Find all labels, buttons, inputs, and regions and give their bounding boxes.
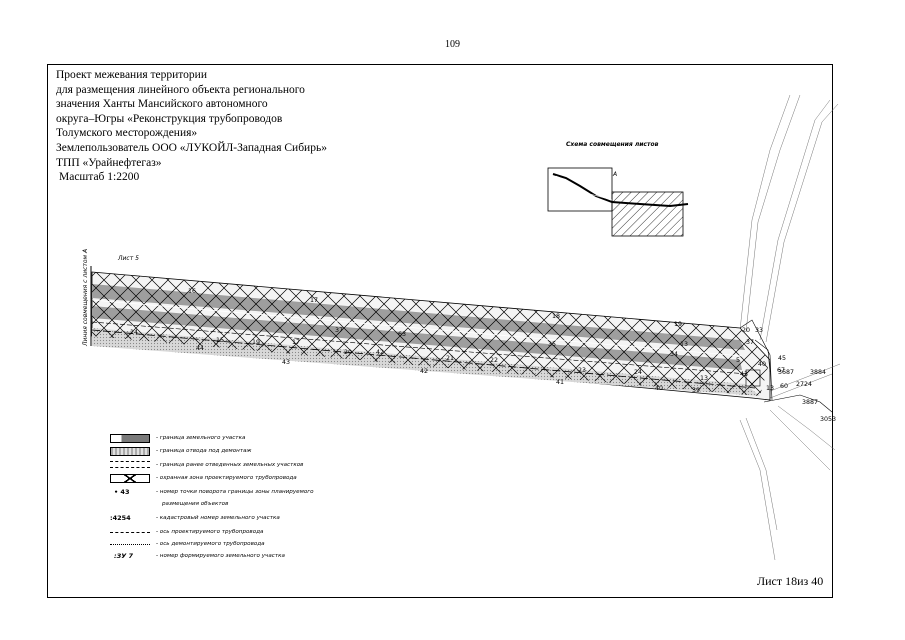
point-label: 23 — [578, 367, 586, 374]
point-label: 14 — [130, 329, 138, 336]
cadastral-number: 3884 — [810, 369, 826, 376]
end-structure — [739, 319, 773, 401]
legend-text: - охранная зона проектируемого трубопров… — [156, 475, 297, 481]
point-label: 37 — [335, 327, 343, 334]
point-label: 40 — [655, 385, 663, 392]
legend-text: - номер точки поворота границы зоны план… — [156, 489, 314, 495]
title-line: Землепользователь ООО «ЛУКОЙЛ-Западная С… — [56, 141, 327, 154]
legend-text: размещения объектов — [162, 501, 229, 507]
legend-row: - граница отвода под демонтаж — [110, 447, 410, 457]
legend-row: • 43 - номер точки поворота границы зоны… — [110, 488, 410, 498]
drawing-frame — [47, 64, 833, 598]
point-label: 13 — [680, 341, 688, 348]
point-label: 37 — [746, 339, 754, 346]
legend-symbol — [110, 461, 150, 468]
inset-mark: А — [612, 171, 617, 178]
cadastral-number: 3687 — [778, 369, 794, 376]
point-labels: 16 17 18 19 14 15 19 17 37 63 35 20 42 2… — [130, 288, 788, 394]
point-label: 67 — [777, 367, 785, 374]
legend-symbol — [110, 434, 150, 443]
point-label: 35 — [548, 341, 556, 348]
legend-code: :4254 — [110, 514, 131, 522]
legend-code: :ЗУ 7 — [114, 552, 134, 560]
point-label: 33 — [755, 327, 763, 334]
legend-text: - ось проектируемого трубопровода — [156, 529, 264, 535]
match-line-label: Линия совмещения с листом А — [82, 249, 89, 347]
title-line: Толумского месторождения» — [56, 127, 198, 140]
point-label: 42 — [376, 349, 384, 356]
point-label: 34 — [670, 351, 678, 358]
title-line: округа–Югры «Реконструкция трубопроводов — [56, 112, 283, 125]
legend-symbol — [110, 544, 150, 545]
page-number: 109 — [445, 39, 460, 50]
point-label: 20 — [344, 349, 352, 356]
legend-row: - граница земельного участка — [110, 434, 410, 444]
point-label: 60 — [780, 383, 788, 390]
protection-zone — [92, 272, 770, 396]
cadastral-number: 3053 — [820, 416, 836, 423]
point-label: 19 — [252, 339, 260, 346]
point-label: 41 — [556, 379, 564, 386]
point-label: 42 — [420, 368, 428, 375]
legend-text: - граница ранее отведенных земельных уча… — [156, 462, 304, 468]
legend-row: - охранная зона проектируемого трубопров… — [110, 474, 410, 484]
point-label: 45 — [778, 355, 786, 362]
legend-code: • 43 — [114, 488, 130, 496]
title-line: Проект межевания территории — [56, 69, 207, 81]
point-label: 22 — [490, 357, 498, 364]
inset-route — [552, 173, 689, 208]
road-lines — [739, 94, 841, 561]
point-label: 40 — [758, 361, 766, 368]
legend-text: - граница земельного участка — [156, 435, 246, 441]
legend-row: - ось проектируемого трубопровода — [110, 528, 410, 538]
point-label: 13 — [766, 385, 774, 392]
point-label: 39 — [692, 387, 700, 394]
point-label: 19 — [674, 321, 682, 328]
legend-row: :ЗУ 7 - номер формируемого земельного уч… — [110, 552, 410, 562]
point-label: 43 — [740, 371, 748, 378]
point-label: 21 — [446, 355, 454, 362]
inset-sheet-b — [611, 191, 684, 237]
allotment-boundary — [91, 329, 756, 389]
legend-symbol — [110, 447, 150, 456]
legend-text: - номер формируемого земельного участка — [156, 553, 285, 559]
sheet-label: Лист 18из 40 — [757, 574, 824, 588]
point-label: 18 — [552, 313, 560, 320]
legend-symbol — [110, 532, 150, 533]
inset-title: Схема совмещения листов — [566, 141, 659, 148]
title-block: Проект межевания территории для размещен… — [56, 68, 327, 185]
legend-row: - ось демонтируемого трубопровода — [110, 540, 410, 550]
cadastral-number: 2724 — [796, 381, 812, 388]
point-label: 24 — [634, 369, 642, 376]
title-line: значения Ханты Мансийского автономного — [56, 98, 268, 111]
point-label: 16 — [188, 288, 196, 295]
legend-row: размещения объектов — [110, 500, 410, 510]
point-label: 44 — [196, 345, 204, 352]
title-line: для размещения линейного объекта региона… — [56, 83, 305, 96]
legend-text: - граница отвода под демонтаж — [156, 448, 252, 454]
pipeline-axis — [91, 299, 743, 357]
scale-label: Масштаб 1:2200 — [59, 171, 140, 184]
point-label: 43 — [282, 359, 290, 366]
point-label: 20 — [742, 327, 750, 334]
point-label: 13 — [700, 375, 708, 382]
legend-text: - кадастровый номер земельного участка — [156, 515, 280, 521]
point-label: 17 — [292, 339, 300, 346]
point-label: 15 — [216, 337, 224, 344]
title-line: ТПП «Урайнефтегаз» — [56, 156, 162, 169]
cadastral-labels: 3884 3687 3887 2724 3053 — [778, 369, 836, 423]
point-label: 63 — [398, 331, 406, 338]
cadastral-number: 3887 — [802, 399, 818, 406]
point-label: 5 — [736, 357, 740, 364]
legend-row: - граница ранее отведенных земельных уча… — [110, 461, 410, 471]
legend-row: :4254 - кадастровый номер земельного уча… — [110, 514, 410, 524]
legend-symbol — [110, 474, 150, 483]
inset-sheet-a — [547, 167, 613, 212]
legend-text: - ось демонтируемого трубопровода — [156, 541, 265, 547]
demolition-axis — [91, 321, 749, 375]
point-label: 17 — [310, 297, 318, 304]
sheet-mark: Лист 5 — [117, 255, 139, 262]
